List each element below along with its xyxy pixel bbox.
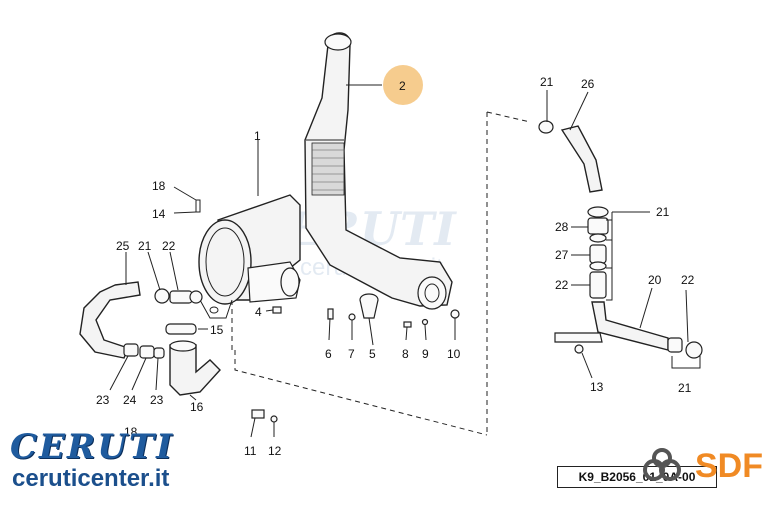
hardware[interactable] (195, 199, 584, 423)
callout-18-top[interactable]: 18 (152, 179, 166, 193)
hose-26[interactable] (538, 120, 603, 193)
callout-22-right[interactable]: 22 (681, 273, 695, 287)
callout-12[interactable]: 12 (268, 444, 282, 458)
callout-9[interactable]: 9 (422, 347, 429, 361)
valve-stack[interactable] (587, 206, 609, 299)
callout-23-left[interactable]: 23 (96, 393, 110, 407)
clamp-15[interactable] (165, 323, 197, 335)
callout-5[interactable]: 5 (369, 347, 376, 361)
callout-16[interactable]: 16 (190, 400, 204, 414)
bracket-right (606, 211, 701, 369)
callout-24[interactable]: 24 (123, 393, 137, 407)
callout-22-left[interactable]: 22 (162, 239, 176, 253)
sdf-mark-icon (643, 448, 681, 481)
callout-7[interactable]: 7 (348, 347, 355, 361)
callout-4[interactable]: 4 (255, 305, 262, 319)
callout-21-top[interactable]: 21 (540, 75, 554, 89)
elbow-16[interactable] (169, 340, 221, 396)
sdf-logo[interactable]: SDF (640, 445, 780, 495)
callout-25[interactable]: 25 (116, 239, 130, 253)
callout-10[interactable]: 10 (447, 347, 461, 361)
callout-21-stack[interactable]: 21 (656, 205, 670, 219)
clamp-left[interactable] (154, 288, 203, 304)
sdf-label: SDF (695, 447, 763, 485)
leader-lines (109, 84, 689, 438)
callouts: 1 2 18 14 25 21 22 15 4 6 7 5 8 9 10 23 … (96, 75, 695, 458)
fittings-23-24[interactable] (123, 343, 165, 359)
callout-8[interactable]: 8 (402, 347, 409, 361)
callout-2[interactable]: 2 (399, 79, 406, 93)
callout-11[interactable]: 11 (244, 444, 257, 458)
callout-15[interactable]: 15 (210, 323, 224, 337)
callout-27[interactable]: 27 (555, 248, 569, 262)
callout-1[interactable]: 1 (254, 129, 261, 143)
ceruti-logo-url: ceruticenter.it (12, 465, 170, 492)
pipe-20[interactable] (554, 301, 703, 359)
ceruti-logo-word: CERUTI (10, 427, 175, 467)
callout-22-stack[interactable]: 22 (555, 278, 569, 292)
callout-13[interactable]: 13 (590, 380, 604, 394)
callout-23-right[interactable]: 23 (150, 393, 164, 407)
callout-28[interactable]: 28 (555, 220, 569, 234)
callout-21-bottom[interactable]: 21 (678, 381, 692, 395)
callout-21-left[interactable]: 21 (138, 239, 152, 253)
callout-20[interactable]: 20 (648, 273, 662, 287)
callout-6[interactable]: 6 (325, 347, 332, 361)
callout-18-bottom[interactable]: 18 (124, 425, 138, 439)
air-filter-housing[interactable] (198, 194, 301, 319)
callout-14[interactable]: 14 (152, 207, 166, 221)
ceruti-logo[interactable]: CERUTI ceruticenter.it (10, 427, 225, 497)
intake-pipe[interactable] (304, 32, 453, 310)
callout-26[interactable]: 26 (581, 77, 595, 91)
callout-highlight-2 (383, 65, 423, 105)
